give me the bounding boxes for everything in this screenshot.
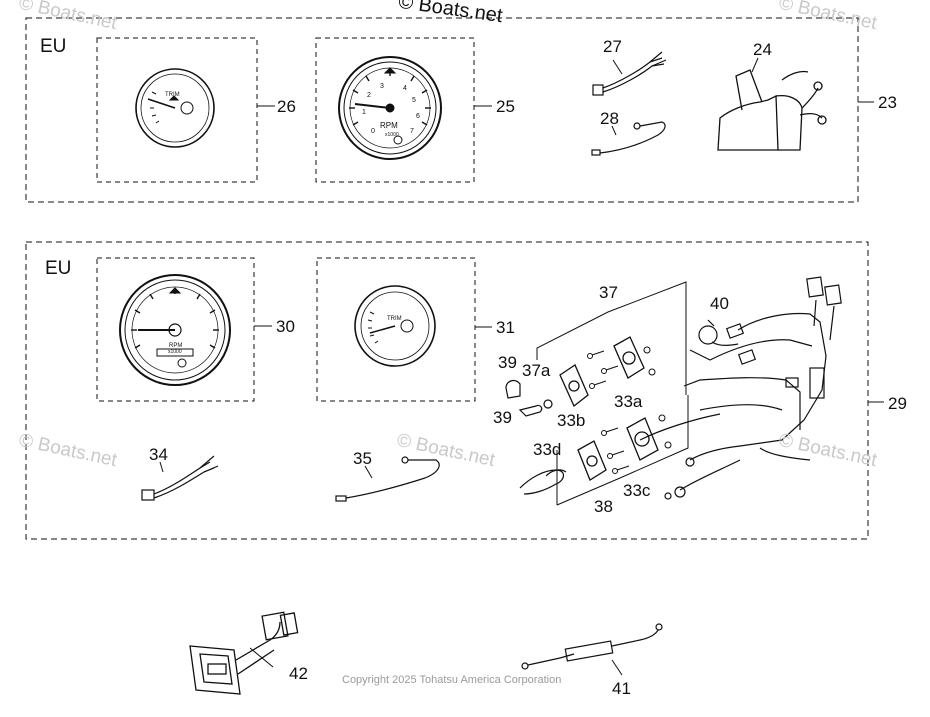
- callout-27: 27: [603, 37, 622, 56]
- trim-gauge-box-lower: [316, 257, 476, 402]
- switch-panels-33: [559, 336, 659, 481]
- tach-tick-label: 7: [410, 128, 414, 135]
- callout-39-upper: 39: [498, 353, 517, 372]
- tach-tick-label: 0: [371, 128, 375, 135]
- callout-34: 34: [149, 445, 168, 464]
- lower-group-box: [25, 241, 869, 540]
- callout-33b: 33b: [557, 411, 586, 430]
- tach-rpm-label-upper: RPM: [380, 121, 398, 130]
- cable-35: [335, 456, 440, 502]
- trim-gauge-label-lower: TRIM: [387, 316, 402, 322]
- cable-41: [521, 623, 663, 670]
- trim-gauge-label-upper: TRIM: [165, 92, 180, 98]
- callout-29: 29: [888, 394, 907, 413]
- trim-gauge-box-upper: [96, 37, 258, 183]
- trim-gauge-upper: [135, 68, 215, 148]
- connector-panel-42: [189, 611, 299, 695]
- callout-40: 40: [710, 294, 729, 313]
- upper-group-box: [25, 17, 859, 203]
- callout-33a: 33a: [614, 392, 643, 411]
- tach-rpm-label-lower: RPM: [169, 343, 183, 349]
- region-label-lower: EU: [45, 258, 72, 279]
- tach-tick-label: 5: [412, 97, 416, 104]
- tach-tick-label: 4: [403, 85, 407, 92]
- tach-box-upper: [315, 37, 475, 183]
- main-wire-harness-29: [639, 276, 842, 500]
- mounting-screws: [587, 346, 672, 474]
- part-40: [698, 319, 739, 346]
- callout-33d: 33d: [533, 440, 562, 459]
- callout-38: 38: [594, 497, 613, 516]
- tach-tick-label: 3: [380, 83, 384, 90]
- callout-31: 31: [496, 318, 515, 337]
- remote-control-24: [717, 69, 827, 151]
- tach-multiplier-lower: x1000: [168, 349, 182, 355]
- callout-25: 25: [496, 97, 515, 116]
- trim-gauge-lower: [354, 285, 436, 367]
- callout-28: 28: [600, 109, 619, 128]
- tach-tick-label: 2: [367, 92, 371, 99]
- callout-24: 24: [753, 40, 772, 59]
- copyright-notice: Copyright 2025 Tohatsu America Corporati…: [342, 674, 562, 686]
- callout-37: 37: [599, 283, 618, 302]
- lanyard-33d: [519, 469, 567, 495]
- region-label-upper: EU: [40, 36, 67, 57]
- tach-tick-label: 6: [416, 113, 420, 120]
- callout-37a: 37a: [522, 361, 551, 380]
- callout-42: 42: [289, 664, 308, 683]
- wire-harness-27: [592, 51, 667, 96]
- tachometer-lower: [119, 274, 231, 386]
- callout-41: 41: [612, 679, 631, 698]
- callout-26: 26: [277, 97, 296, 116]
- tach-multiplier-upper: x1000: [385, 132, 399, 138]
- cable-28: [591, 121, 666, 156]
- callout-23: 23: [878, 93, 897, 112]
- callout-35: 35: [353, 449, 372, 468]
- callout-33c: 33c: [623, 481, 651, 500]
- tach-box-lower: [96, 257, 255, 402]
- wire-harness-34: [141, 455, 219, 501]
- callout-30: 30: [276, 317, 295, 336]
- callout-39-lower: 39: [493, 408, 512, 427]
- tach-tick-label: 1: [362, 109, 366, 116]
- tachometer-upper: [338, 56, 442, 160]
- key-and-switch-39: [505, 379, 553, 417]
